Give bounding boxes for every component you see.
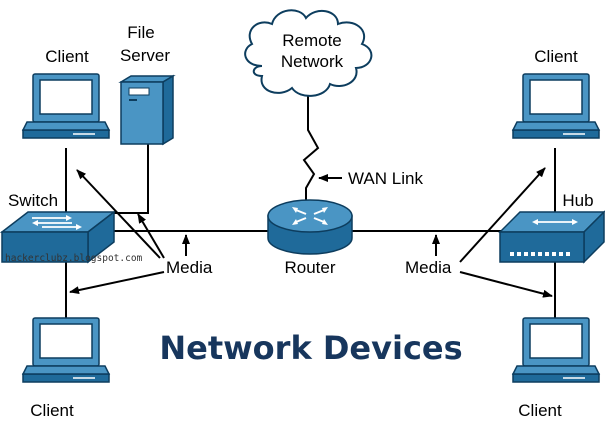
client-top-left-label: Client — [45, 47, 89, 66]
client-top-left: Client — [21, 47, 111, 139]
file-server-label-line1: File — [127, 23, 154, 42]
client-bottom-right: Client — [511, 317, 601, 420]
desktop-computer-icon — [21, 73, 111, 139]
client-top-right: Client — [511, 47, 601, 139]
client-bottom-left: Client — [21, 317, 111, 420]
link-file-server-switch — [112, 142, 149, 214]
watermark-text: hackerclubz.blogspot.com — [5, 253, 143, 264]
switch-label: Switch — [8, 191, 58, 210]
hub: Hub — [498, 191, 605, 264]
desktop-computer-icon — [511, 317, 601, 383]
media-left-arrow-up-left — [76, 169, 161, 259]
file-server: File Server — [118, 23, 176, 146]
media-left-label: Media — [166, 258, 213, 277]
server-tower-icon — [118, 74, 176, 146]
link-wan — [302, 96, 320, 202]
router-label: Router — [284, 258, 335, 277]
cloud-icon — [244, 9, 373, 97]
network-switch-icon — [0, 210, 117, 264]
wan-link-label: WAN Link — [348, 169, 423, 188]
file-server-label-line2: Server — [120, 46, 170, 65]
switch: Switch — [0, 191, 117, 264]
client-bottom-left-label: Client — [30, 401, 74, 420]
router-icon — [267, 199, 353, 255]
connections — [65, 96, 556, 318]
router: Router — [267, 199, 353, 277]
remote-network-label-line2: Network — [281, 52, 344, 71]
annotation-arrows — [69, 167, 553, 298]
hub-label: Hub — [562, 191, 593, 210]
media-right-arrow-down-right — [459, 271, 553, 298]
desktop-computer-icon — [21, 317, 111, 383]
network-hub-icon — [498, 210, 605, 264]
desktop-computer-icon — [511, 73, 601, 139]
media-left-arrow-down-left — [69, 271, 165, 295]
client-bottom-right-label: Client — [518, 401, 562, 420]
client-top-right-label: Client — [534, 47, 578, 66]
media-right-arrow-up-right — [459, 167, 546, 263]
media-left-arrow-to-server-link — [137, 213, 165, 259]
remote-network-label-line1: Remote — [282, 31, 342, 50]
diagram-title: Network Devices — [159, 329, 462, 367]
media-right-label: Media — [405, 258, 452, 277]
remote-network: Remote Network — [244, 9, 373, 97]
